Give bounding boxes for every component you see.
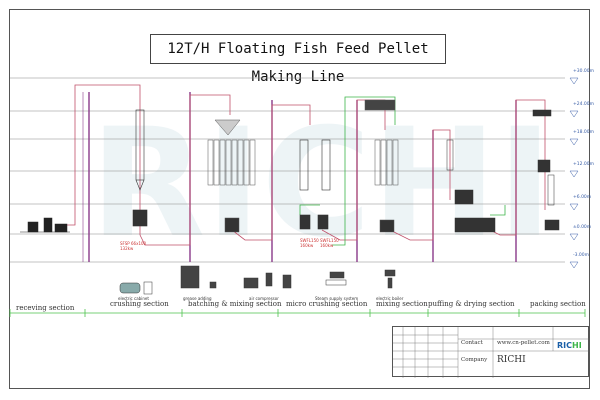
aux-label-steam-supply: Steam supply system	[315, 296, 359, 301]
diagram-title: 12T/H Floating Fish Feed Pellet Making L…	[150, 34, 446, 85]
equipment-tag: 132kw	[120, 246, 134, 251]
elevation-label: ±0.00m	[573, 225, 592, 230]
micro-crushing-equipment	[299, 139, 331, 230]
crushing-equipment	[132, 109, 148, 227]
elevation-label: -3.00m	[573, 253, 590, 258]
section-micro-crushing: micro crushing section	[286, 300, 368, 308]
batching-bins	[207, 119, 256, 233]
puffing-drying-equipment	[446, 139, 496, 233]
equipment-tag: SFSP 66x100	[120, 241, 147, 246]
equipment-tag: SWFL150	[300, 238, 319, 243]
section-packing: packing section	[530, 300, 586, 308]
elevation-label: +24.00m	[573, 102, 595, 107]
contact-value[interactable]: www.cn-pellet.com	[497, 340, 550, 346]
svg-text:RICHI: RICHI	[90, 97, 553, 271]
equipment-tag: 160kw	[320, 243, 334, 248]
aux-equipment-icons	[119, 265, 396, 295]
watermark-logo: RICHI	[90, 97, 553, 271]
aux-label-air-compressor: air compressor	[249, 296, 279, 301]
packing-equipment	[532, 109, 560, 231]
elevation-label: +12.00m	[573, 162, 595, 167]
equipment-tag: 160kw	[300, 243, 314, 248]
title-block: Contact www.cn-pellet.com Company RICHI …	[392, 326, 590, 378]
contact-label: Contact	[461, 340, 483, 346]
section-crushing: crushing section	[110, 300, 169, 308]
elevation-markers	[569, 77, 579, 269]
equipment-tag: SWFL150	[320, 238, 339, 243]
drawing-frame	[9, 9, 590, 389]
richi-logo: RICHI	[557, 341, 582, 350]
section-receiving: receving section	[16, 304, 75, 312]
company-label: Company	[461, 357, 488, 363]
aux-label-electric-boiler: electric boiler	[376, 296, 404, 301]
aux-label-electric-cabinet: electric cabinet	[118, 296, 149, 301]
section-mixing: mixing section	[376, 300, 428, 308]
title-block-grid	[393, 327, 590, 378]
section-puffing-drying: puffing & drying section	[428, 300, 515, 308]
elevation-label: +18.00m	[573, 130, 595, 135]
company-value: RICHI	[497, 355, 526, 365]
aux-label-grease-adding: grease adding	[183, 296, 212, 301]
receiving-equipment	[20, 217, 70, 233]
section-batching-mixing: batching & mixing section	[188, 300, 282, 308]
elevation-label: +6.00m	[573, 195, 592, 200]
elevation-label: +30.00m	[573, 69, 595, 74]
mixing-equipment	[364, 99, 399, 233]
section-dimension-line	[9, 309, 586, 317]
